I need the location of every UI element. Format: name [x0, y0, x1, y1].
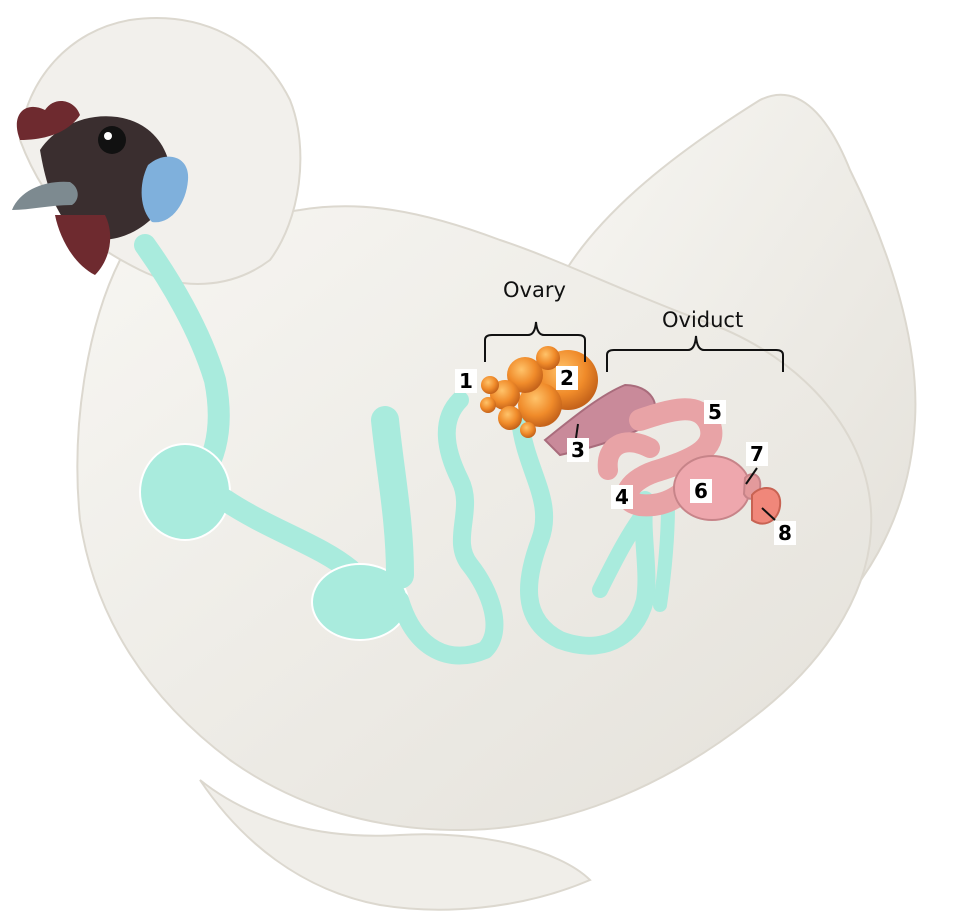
eye — [98, 126, 126, 154]
marker-4: 4 — [611, 485, 633, 509]
marker-3: 3 — [567, 438, 589, 462]
eye-highlight — [104, 132, 112, 140]
yolk — [480, 397, 496, 413]
wattle — [55, 215, 110, 275]
marker-7: 7 — [746, 442, 768, 466]
crop — [140, 444, 230, 540]
marker-1: 1 — [455, 369, 477, 393]
caecum — [385, 420, 400, 575]
marker-6: 6 — [690, 479, 712, 503]
marker-2: 2 — [556, 366, 578, 390]
yolk — [498, 406, 522, 430]
oviduct-label: Oviduct — [662, 308, 743, 332]
marker-5: 5 — [704, 400, 726, 424]
yolk — [481, 376, 499, 394]
ovary-label: Ovary — [503, 278, 566, 302]
cloaca-tract — [660, 505, 668, 605]
marker-8: 8 — [774, 521, 796, 545]
cloaca — [752, 488, 780, 524]
shell-gland — [674, 456, 750, 520]
yolk — [520, 422, 536, 438]
